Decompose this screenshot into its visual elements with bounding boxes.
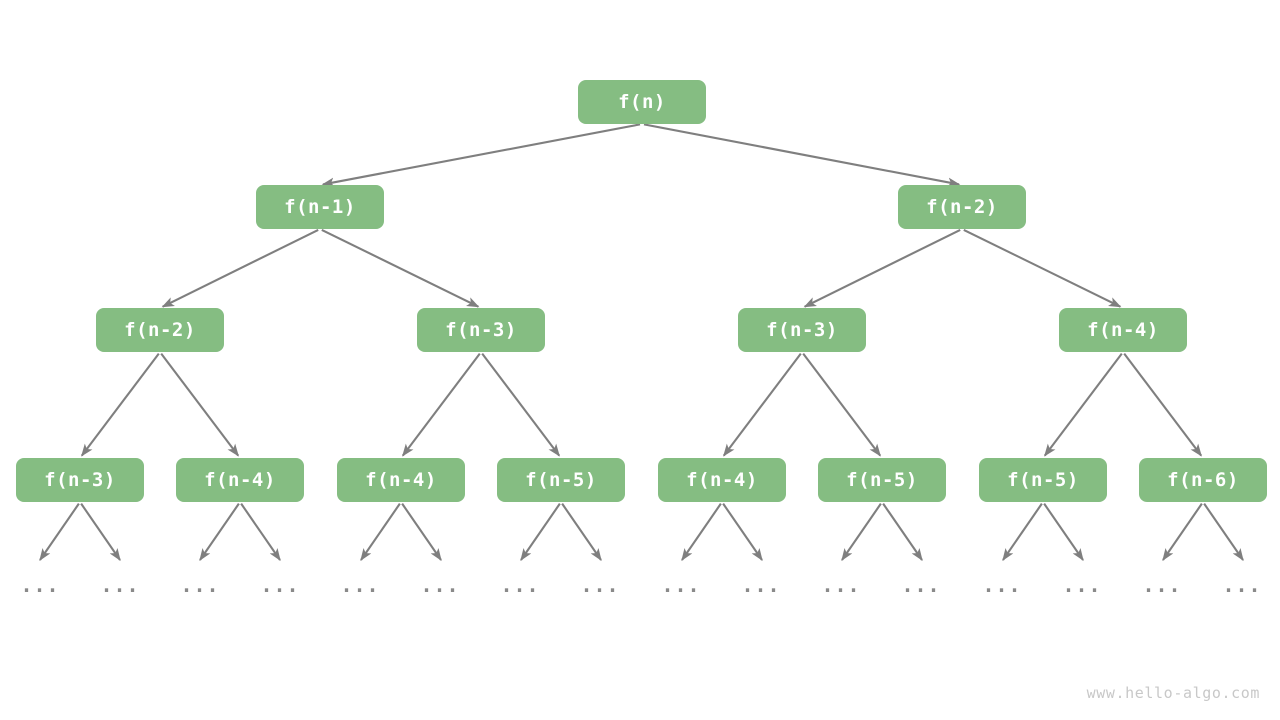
edge-n1-to-n4 [321,228,480,308]
tree-node-n0[interactable]: f(n) [578,80,706,124]
edge-n3-to-n8 [160,352,240,457]
tree-node-n2[interactable]: f(n-2) [898,185,1026,229]
tree-node-n14[interactable]: f(n-6) [1139,458,1267,502]
edge-n10-stub-left [520,503,561,562]
tree-node-n12[interactable]: f(n-5) [818,458,946,502]
edge-n9-stub-right [401,503,442,562]
ellipsis-marker: ... [500,573,540,597]
ellipsis-marker: ... [420,573,460,597]
edge-n2-to-n5 [803,228,961,308]
ellipsis-marker: ... [741,573,781,597]
edge-n7-stub-left [39,503,80,562]
edge-n11-stub-left [681,503,722,562]
edge-n6-to-n14 [1123,352,1203,457]
edge-n9-stub-left [360,503,401,562]
tree-node-n1[interactable]: f(n-1) [256,185,384,229]
edge-n0-to-n2 [643,123,961,188]
edge-n5-to-n11 [722,352,802,457]
edge-n12-stub-left [841,503,882,562]
edge-n6-to-n13 [1043,352,1123,457]
ellipsis-marker: ... [1142,573,1182,597]
edge-n5-to-n12 [802,352,882,457]
edge-n3-to-n7 [80,352,160,457]
tree-node-n13[interactable]: f(n-5) [979,458,1107,502]
edge-n12-stub-right [882,503,923,562]
ellipsis-marker: ... [982,573,1022,597]
edge-n8-stub-left [199,503,240,562]
ellipsis-marker: ... [180,573,220,597]
edge-n13-stub-left [1002,503,1043,562]
tree-node-n5[interactable]: f(n-3) [738,308,866,352]
ellipsis-marker: ... [661,573,701,597]
ellipsis-marker: ... [821,573,861,597]
watermark: www.hello-algo.com [1086,684,1260,702]
edge-n14-stub-right [1203,503,1244,562]
ellipsis-marker: ... [1222,573,1262,597]
edge-n7-stub-right [80,503,121,562]
edge-n13-stub-right [1043,503,1084,562]
tree-node-n9[interactable]: f(n-4) [337,458,465,502]
edge-n11-stub-right [722,503,763,562]
edge-n4-to-n10 [481,352,561,457]
edge-n0-to-n1 [321,123,641,188]
edge-n8-stub-right [240,503,281,562]
tree-node-n8[interactable]: f(n-4) [176,458,304,502]
ellipsis-marker: ... [1062,573,1102,597]
ellipsis-marker: ... [340,573,380,597]
tree-node-n11[interactable]: f(n-4) [658,458,786,502]
edge-n14-stub-left [1162,503,1203,562]
ellipsis-marker: ... [580,573,620,597]
tree-node-n10[interactable]: f(n-5) [497,458,625,502]
ellipsis-marker: ... [260,573,300,597]
edge-n2-to-n6 [963,228,1122,308]
ellipsis-marker: ... [901,573,941,597]
ellipsis-marker: ... [100,573,140,597]
edge-n4-to-n9 [401,352,481,457]
ellipsis-marker: ... [20,573,60,597]
tree-node-n3[interactable]: f(n-2) [96,308,224,352]
tree-node-n4[interactable]: f(n-3) [417,308,545,352]
tree-node-n6[interactable]: f(n-4) [1059,308,1187,352]
tree-node-n7[interactable]: f(n-3) [16,458,144,502]
edge-n1-to-n3 [161,228,319,308]
edge-n10-stub-right [561,503,602,562]
